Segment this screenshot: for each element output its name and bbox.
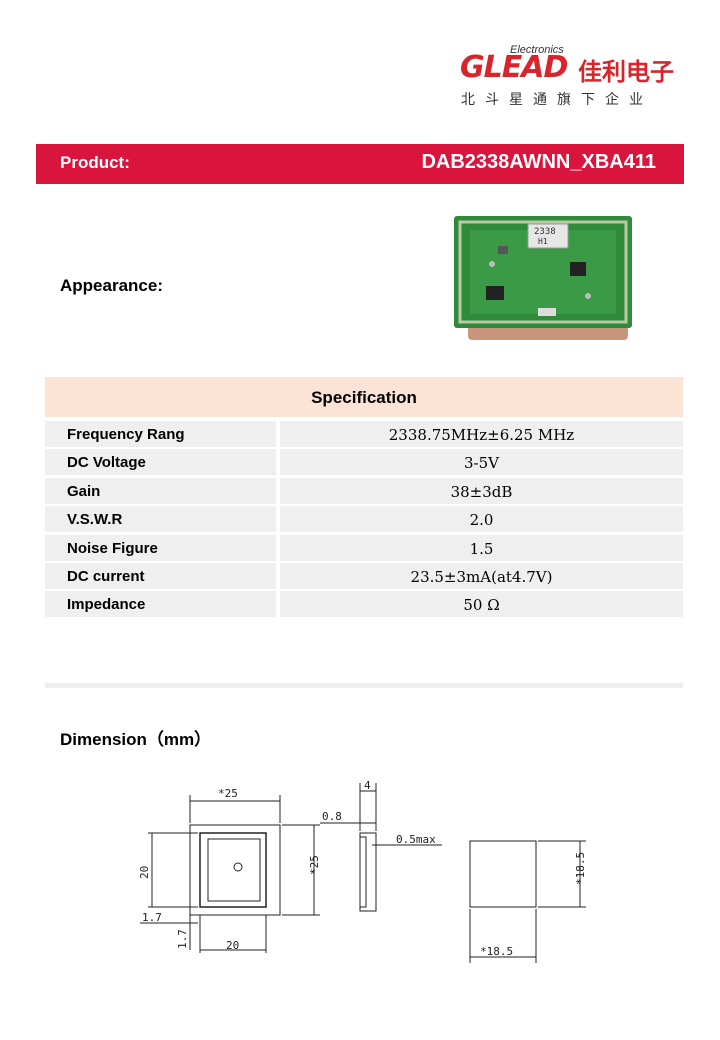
product-bar: Product: DAB2338AWNN_XBA411 [36, 144, 684, 184]
spec-name: V.S.W.R [45, 506, 276, 533]
table-row: Frequency Rang 2338.75MHz±6.25 MHz [45, 421, 683, 447]
module-marking-bottom: H1 [538, 237, 548, 246]
product-model: DAB2338AWNN_XBA411 [421, 151, 656, 173]
dim-left-height: 20 [138, 866, 151, 879]
spec-value: 50 Ω [280, 591, 683, 618]
spec-value: 3-5V [280, 449, 683, 476]
appearance-label: Appearance: [60, 276, 163, 295]
dim-offset-2: 1.7 [176, 929, 189, 949]
spec-name: DC current [45, 562, 276, 589]
spec-value: 2338.75MHz±6.25 MHz [280, 421, 683, 447]
module-marking-top: 2338 [534, 227, 556, 237]
specification-title: Specification [45, 377, 683, 417]
logo-wordmark: GLEAD [460, 50, 568, 85]
product-label: Product: [60, 153, 130, 172]
logo-chinese-name: 佳利电子 [578, 58, 674, 86]
dim-right-height: *25 [308, 855, 321, 875]
spec-name: Gain [45, 477, 276, 504]
dim-offset-1: 1.7 [142, 911, 162, 924]
spec-name: Frequency Rang [45, 421, 276, 447]
section-divider [45, 683, 683, 688]
dimension-drawing: *25 20 *25 1.7 1.7 20 4 0.8 0.5max *18.5… [138, 779, 587, 963]
spec-value: 23.5±3mA(at4.7V) [280, 562, 683, 589]
module-photo: 2338 H1 [454, 216, 632, 340]
table-row: V.S.W.R 2.0 [45, 506, 683, 533]
spec-value: 2.0 [280, 506, 683, 533]
spec-value: 38±3dB [280, 477, 683, 504]
dim-side-thickness: 4 [364, 779, 371, 792]
spec-value: 1.5 [280, 534, 683, 561]
specification-table: Specification Frequency Rang 2338.75MHz±… [45, 377, 683, 620]
dim-back-height: *18.5 [574, 852, 587, 885]
spec-name: DC Voltage [45, 449, 276, 476]
table-row: DC current 23.5±3mA(at4.7V) [45, 562, 683, 589]
table-row: Impedance 50 Ω [45, 591, 683, 618]
logo-tagline: 北斗星通旗下企业 [461, 92, 653, 108]
dim-side-offset: 0.8 [322, 810, 342, 823]
logo-subtitle: Electronics [510, 44, 564, 56]
dim-top-width: *25 [218, 787, 238, 800]
spec-name: Noise Figure [45, 534, 276, 561]
dim-bottom-width: 20 [226, 939, 239, 952]
dim-back-width: *18.5 [480, 945, 513, 958]
table-row: DC Voltage 3-5V [45, 449, 683, 476]
dim-side-max: 0.5max [396, 833, 436, 846]
spec-name: Impedance [45, 591, 276, 618]
table-row: Noise Figure 1.5 [45, 534, 683, 561]
table-row: Gain 38±3dB [45, 477, 683, 504]
dimension-label: Dimension（mm） [60, 730, 212, 749]
